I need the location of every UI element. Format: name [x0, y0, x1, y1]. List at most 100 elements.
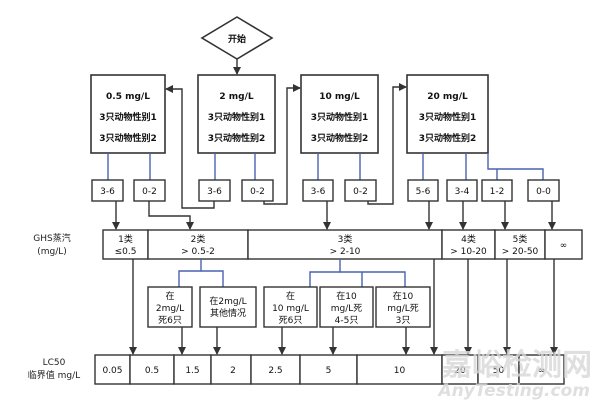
arrows-to-lc50 — [129, 259, 558, 355]
ghs-category-3: 3类 > 2-10 — [247, 229, 443, 260]
outcome-box: 0-2 — [133, 179, 166, 202]
svg-text:0.5: 0.5 — [145, 366, 159, 376]
lc50-cell: 1.5 — [173, 354, 212, 385]
dose-box-frame — [197, 74, 276, 154]
sub-outcome-box: 在10 mg/L死 4-5只 — [319, 286, 374, 328]
svg-text:死6只: 死6只 — [158, 315, 182, 326]
svg-text:> 2-10: > 2-10 — [330, 247, 361, 257]
svg-text:4-5只: 4-5只 — [335, 316, 359, 326]
svg-text:1类: 1类 — [118, 233, 133, 245]
ghs-category-infinity: ∞ — [544, 229, 583, 260]
svg-text:在10: 在10 — [393, 290, 414, 302]
lc50-cell: 0.5 — [129, 354, 175, 385]
svg-text:50: 50 — [493, 366, 505, 376]
svg-text:∞: ∞ — [560, 241, 568, 251]
dose-box-10: 10 mg/L 3只动物性别1 3只动物性别2 — [300, 74, 379, 154]
outcome-box: 0-2 — [241, 179, 274, 202]
svg-text:mg/L死: mg/L死 — [331, 303, 363, 314]
dose-box-frame — [90, 74, 166, 154]
outcome-box: 5-6 — [407, 179, 439, 202]
svg-text:5-6: 5-6 — [416, 187, 431, 197]
svg-text:在: 在 — [165, 290, 174, 302]
sub-outcome-box: 在10 mg/L死 3只 — [375, 286, 431, 328]
svg-text:3类: 3类 — [338, 233, 353, 245]
svg-text:5: 5 — [326, 366, 332, 376]
dose-group-1: 3只动物性别1 — [311, 111, 369, 123]
outcome-box: 3-4 — [446, 179, 478, 202]
dose-concentration: 2 mg/L — [219, 92, 254, 102]
ghs-row-unit: (mg/L) — [37, 247, 67, 257]
feedback-arrows — [165, 83, 407, 209]
lc50-cell: 2 — [210, 354, 252, 385]
outcome-box: 1-2 — [481, 179, 513, 202]
lc50-cell: 20 — [441, 354, 479, 385]
svg-text:3只: 3只 — [396, 316, 411, 326]
watermark-url: AnyTesting.com — [436, 381, 590, 401]
dose-group-1: 3只动物性别1 — [99, 111, 157, 123]
svg-text:≤0.5: ≤0.5 — [115, 247, 137, 257]
dose-box-frame — [406, 74, 489, 154]
dose-box-0.5: 0.5 mg/L 3只动物性别1 3只动物性别2 — [90, 74, 166, 154]
svg-text:0.05: 0.05 — [102, 366, 122, 376]
dose-group-2: 3只动物性别2 — [311, 132, 369, 144]
svg-text:> 10-20: > 10-20 — [450, 247, 487, 257]
ghs-row-label: GHS蒸汽 — [33, 232, 70, 244]
sub-outcome-row: 在 2mg/L 死6只 在2mg/L 其他情况 在 10 mg/L 死6只 在1… — [147, 286, 431, 328]
svg-text:mg/L死: mg/L死 — [387, 303, 419, 314]
svg-text:2mg/L: 2mg/L — [156, 304, 184, 314]
lc50-cell: 0.05 — [94, 354, 131, 385]
outcome-box: 3-6 — [198, 179, 231, 202]
dose-concentration: 20 mg/L — [427, 92, 468, 102]
svg-text:2: 2 — [230, 366, 236, 376]
svg-text:3-6: 3-6 — [100, 187, 115, 197]
arrows-to-ghs — [112, 201, 556, 230]
watermark-text: 嘉峪检测网 — [442, 348, 592, 383]
svg-text:0-2: 0-2 — [142, 187, 157, 197]
dose-group-2: 3只动物性别2 — [99, 132, 157, 144]
lc50-cell: 2.5 — [250, 354, 301, 385]
outcome-box: 3-6 — [91, 179, 124, 202]
svg-text:10 mg/L: 10 mg/L — [272, 304, 309, 314]
dose-box-2: 2 mg/L 3只动物性别1 3只动物性别2 — [197, 74, 276, 154]
svg-text:> 0.5-2: > 0.5-2 — [181, 247, 215, 257]
dose-group-1: 3只动物性别1 — [419, 111, 477, 123]
svg-text:3-6: 3-6 — [311, 187, 326, 197]
ghs-category-4: 4类 > 10-20 — [441, 229, 496, 260]
svg-text:3-6: 3-6 — [207, 187, 222, 197]
svg-text:4类: 4类 — [461, 233, 476, 245]
dose-box-20: 20 mg/L 3只动物性别1 3只动物性别2 — [406, 74, 489, 154]
dose-concentration: 0.5 mg/L — [106, 92, 150, 102]
arrow-2mg-low-to-10 — [263, 84, 301, 205]
start-label: 开始 — [228, 33, 246, 45]
svg-text:20: 20 — [454, 366, 466, 376]
svg-text:1.5: 1.5 — [185, 366, 199, 376]
outcome-box: 3-6 — [302, 179, 334, 202]
svg-text:其他情况: 其他情况 — [210, 307, 246, 319]
ghs-category-1: 1类 ≤0.5 — [102, 229, 149, 260]
svg-text:1-2: 1-2 — [490, 187, 505, 197]
ghs-category-2: 2类 > 0.5-2 — [147, 229, 249, 260]
svg-text:5类: 5类 — [513, 233, 528, 245]
ghs-category-5: 5类 > 20-50 — [494, 229, 546, 260]
svg-text:3-4: 3-4 — [455, 187, 470, 197]
svg-text:0-2: 0-2 — [353, 187, 368, 197]
sub-outcome-box: 在 2mg/L 死6只 — [147, 286, 193, 328]
ghs-category-row: 1类 ≤0.5 2类 > 0.5-2 3类 > 2-10 4类 > 10-20 … — [102, 229, 583, 260]
start-node: 开始 — [200, 16, 274, 60]
arrow-10mg-low-to-20 — [367, 83, 407, 205]
lc50-row-unit: 临界值 mg/L — [28, 369, 80, 381]
dose-group-1: 3只动物性别1 — [208, 111, 266, 123]
dose-box-frame — [300, 74, 379, 154]
svg-text:2.5: 2.5 — [268, 366, 282, 376]
sub-outcome-box: 在2mg/L 其他情况 — [199, 286, 257, 328]
outcome-box: 0-2 — [344, 179, 377, 202]
svg-text:> 20-50: > 20-50 — [502, 247, 539, 257]
svg-text:∞: ∞ — [538, 366, 546, 376]
lc50-cell: 10 — [356, 354, 443, 385]
svg-text:死6只: 死6只 — [279, 315, 303, 326]
lc50-row: 0.05 0.5 1.5 2 2.5 5 10 20 50 ∞ — [94, 354, 565, 385]
outcome-box: 0-0 — [527, 179, 560, 202]
svg-text:2类: 2类 — [191, 233, 206, 245]
lc50-row-label: LC50 — [43, 358, 66, 368]
